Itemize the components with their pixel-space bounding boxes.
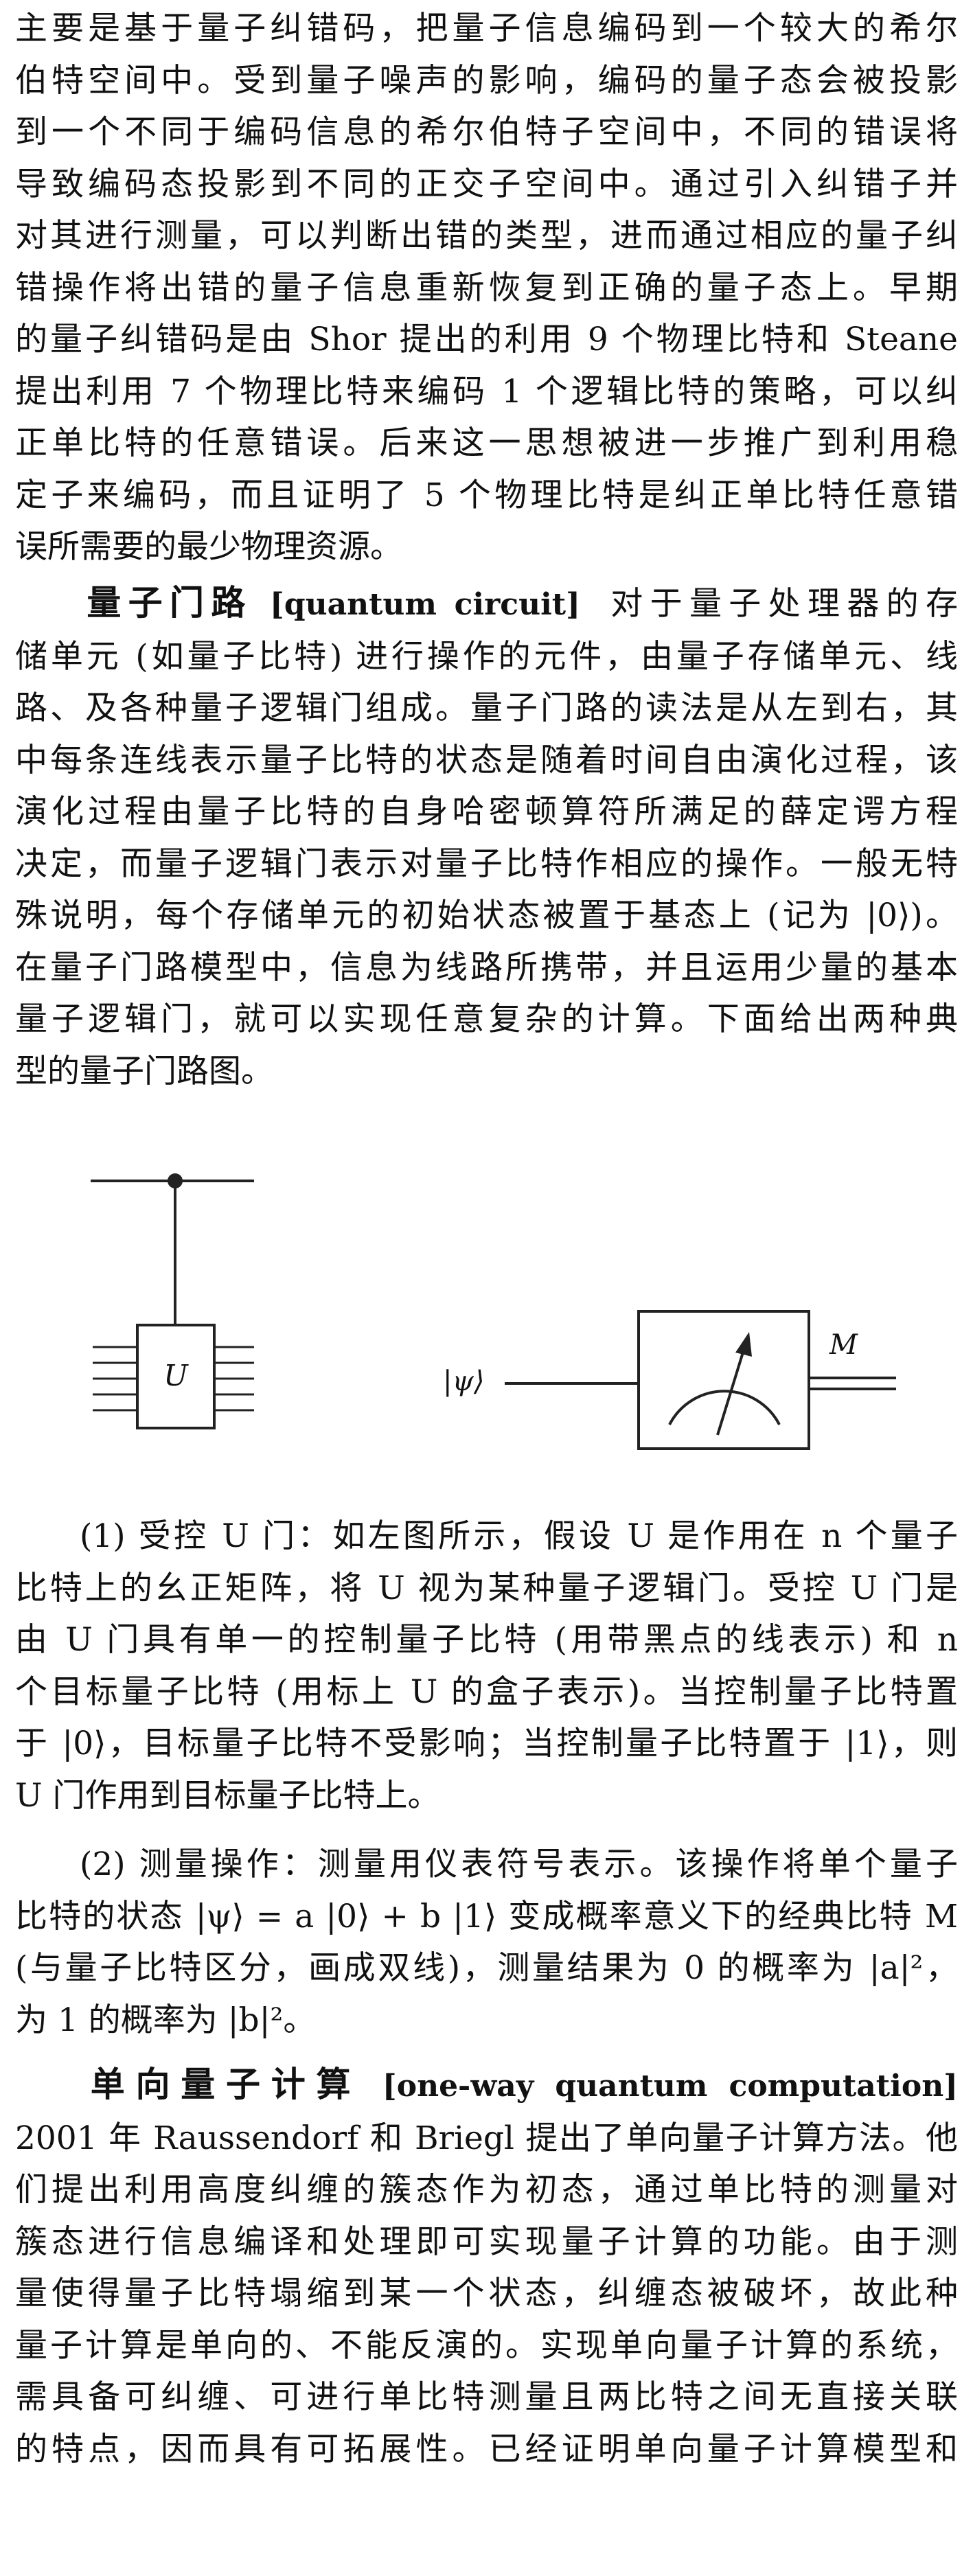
text-line: 为 1 的概率为 |b|²。	[15, 2001, 316, 2039]
text-line: 正单比特的任意错误。后来这一思想被进一步推广到利用稳	[15, 424, 958, 462]
measurement-diagram: |ψ⟩ M	[443, 1310, 896, 1450]
text-line: 对于量子处理器的存	[603, 585, 959, 623]
text-line: 的量子纠错码是由 Shor 提出的利用 9 个物理比特和 Steane	[15, 321, 958, 358]
text-line: 演化过程由量子比特的自身哈密顿算符所满足的薛定谔方程	[15, 793, 958, 831]
text-line: 个目标量子比特 (用标上 U 的盒子表示)。当控制量子比特置	[15, 1672, 958, 1711]
text-line: 中每条连线表示量子比特的状态是随着时间自由演化过程，该	[15, 741, 958, 779]
text-line: (1) 受控 U 门：如左图所示，假设 U 是作用在 n 个量子	[80, 1517, 958, 1555]
text-line: U 门作用到目标量子比特上。	[15, 1776, 440, 1815]
text-line: 需具备可纠缠、可进行单比特测量且两比特之间无直接关联	[15, 2378, 958, 2416]
paragraph-controlled-u: (1) 受控 U 门：如左图所示，假设 U 是作用在 n 个量子 比特上的幺正矩…	[15, 1510, 958, 1821]
text-line: 路、及各种量子逻辑门组成。量子门路的读法是从左到右，其	[15, 689, 958, 727]
text-line: 比特上的幺正矩阵，将 U 视为某种量子逻辑门。受控 U 门是	[15, 1569, 958, 1607]
text-line: 导致编码态投影到不同的正交子空间中。通过引入纠错子并	[15, 165, 958, 203]
text-line: 由 U 门具有单一的控制量子比特 (用带黑点的线表示) 和 n	[15, 1621, 958, 1659]
paragraph-error-correction: 主要是基于量子纠错码，把量子信息编码到一个较大的希尔 伯特空间中。受到量子噪声的…	[15, 3, 958, 573]
entry-term: 量子门路	[80, 582, 253, 623]
psi-label: |ψ⟩	[443, 1366, 484, 1397]
text-line: 量使得量子比特塌缩到某一个状态，纠缠态被破坏，故此种	[15, 2275, 958, 2312]
text-line: 于 |0⟩，目标量子比特不受影响；当控制量子比特置于 |1⟩，则	[15, 1725, 958, 1762]
text-line: 储单元 (如量子比特) 进行操作的元件，由量子存储单元、线	[15, 637, 958, 676]
gate-label: U	[163, 1359, 189, 1392]
text-line: 定子来编码，而且证明了 5 个物理比特是纠正单比特任意错	[15, 476, 958, 514]
text-line: 量子计算是单向的、不能反演的。实现单向量子计算的系统，	[15, 2326, 958, 2365]
text-line: 误所需要的最少物理资源。	[15, 528, 402, 566]
entry-term: 单向量子计算	[80, 2064, 362, 2104]
text-line: (2) 测量操作：测量用仪表符号表示。该操作将单个量子	[80, 1845, 958, 1883]
text-line: 2001 年 Raussendorf 和 Briegl 提出了单向量子计算方法。…	[15, 2119, 958, 2157]
text-line: 簇态进行信息编译和处理即可实现量子计算的功能。由于测	[15, 2222, 958, 2261]
entry-one-way-quantum-computation: 单向量子计算 [one-way quantum computation] 200…	[15, 2058, 958, 2475]
text-line: 型的量子门路图。	[15, 1052, 273, 1090]
text-line: 错操作将出错的量子信息重新恢复到正确的量子态上。早期	[15, 268, 958, 307]
text-line: 提出利用 7 个物理比特来编码 1 个逻辑比特的策略，可以纠	[15, 372, 958, 411]
text-line: (与量子比特区分，画成双线)，测量结果为 0 的概率为 |a|²，	[15, 1949, 958, 1987]
text-line: 殊说明，每个存储单元的初始状态被置于基态上 (记为 |0⟩)。	[15, 897, 958, 934]
paragraph-measurement: (2) 测量操作：测量用仪表符号表示。该操作将单个量子 比特的状态 |ψ⟩ = …	[15, 1839, 958, 2046]
entry-quantum-circuit: 量子门路 [quantum circuit] 对于量子处理器的存 储单元 (如量子…	[15, 577, 958, 1097]
meter-label: M	[829, 1329, 858, 1361]
text-line: 量子逻辑门，就可以实现任意复杂的计算。下面给出两种典	[15, 1000, 958, 1038]
text-line: 的特点，因而具有可拓展性。已经证明单向量子计算模型和	[15, 2430, 958, 2468]
text-line: 决定，而量子逻辑门表示对量子比特作相应的操作。一般无特	[15, 844, 958, 883]
text-line: 主要是基于量子纠错码，把量子信息编码到一个较大的希尔	[15, 10, 958, 47]
text-line: 在量子门路模型中，信息为线路所携带，并且运用少量的基本	[15, 948, 958, 987]
text-line: 到一个不同于编码信息的希尔伯特子空间中，不同的错误将	[15, 113, 958, 151]
entry-term-english: [one-way quantum computation]	[382, 2069, 959, 2104]
text-line: 们提出利用高度纠缠的簇态作为初态，通过单比特的测量对	[15, 2171, 958, 2209]
controlled-u-gate-diagram: U	[91, 1173, 254, 1429]
text-line: 比特的状态 |ψ⟩ = a |0⟩ + b |1⟩ 变成概率意义下的经典比特 M	[15, 1897, 958, 1935]
text-line: 伯特空间中。受到量子噪声的影响，编码的量子态会被投影	[15, 61, 958, 100]
entry-term-english: [quantum circuit]	[270, 587, 580, 622]
text-line: 对其进行测量，可以判断出错的类型，进而通过相应的量子纠	[15, 217, 958, 255]
